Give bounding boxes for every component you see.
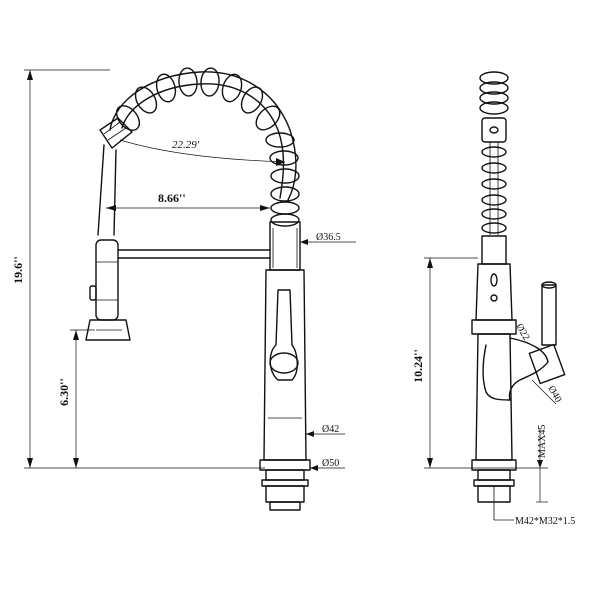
spout-reach-label: 22.29' — [172, 139, 200, 151]
diameter-top-label: Ø36.5 — [316, 232, 341, 243]
side-height-dimension — [424, 257, 548, 469]
side-dim-marks — [494, 379, 557, 521]
side-coil — [479, 71, 509, 235]
diameter-base-label: Ø50 — [322, 458, 339, 469]
max-deck-label: MAX45 — [537, 425, 548, 458]
overall-height-label: 19.6'' — [11, 256, 25, 284]
spring-coil — [109, 67, 300, 227]
hose-reach-dimension — [106, 205, 270, 211]
sprayer-height-label: 6.30'' — [57, 378, 71, 406]
sprayer-height-dimension — [70, 329, 95, 468]
spray-head-top — [99, 117, 133, 149]
overall-height-dimension — [24, 69, 265, 469]
diameter-callouts — [300, 239, 356, 471]
front-view: 19.6'' 6.30'' — [11, 67, 356, 511]
faucet-body — [259, 221, 311, 511]
spout-reach-dimension — [119, 139, 286, 166]
thread-label: M42*M32*1.5 — [515, 516, 575, 527]
diameter-body-label: Ø42 — [322, 424, 339, 435]
handle-angle-label: Ø40 — [545, 384, 563, 404]
pull-down-sprayer — [85, 239, 271, 341]
side-height-label: 10.24'' — [411, 349, 425, 383]
hose-reach-label: 8.66'' — [158, 191, 186, 205]
side-view: 10.24'' — [411, 71, 575, 527]
side-body — [471, 235, 566, 520]
